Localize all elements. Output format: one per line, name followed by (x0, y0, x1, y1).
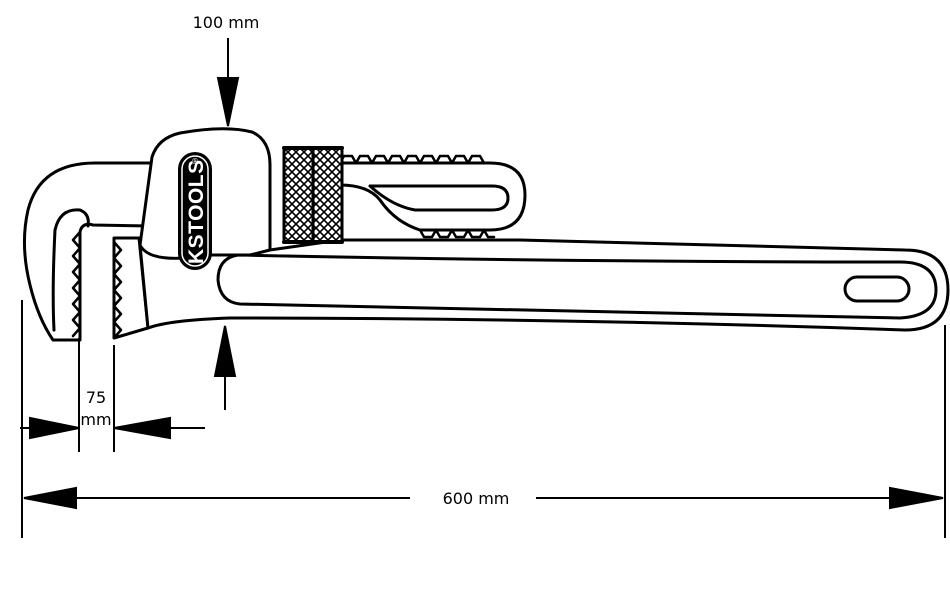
handle-inner-outline (216, 253, 938, 320)
hook-jaw-teeth (71, 230, 82, 338)
hook-jaw-inner (51, 208, 90, 332)
shank-threads-lower (418, 228, 496, 239)
logo-text: KSTOOLS (185, 159, 208, 264)
sliding-jaw-teeth (112, 240, 123, 340)
ks-tools-logo: KSTOOLS ® (178, 152, 212, 270)
hook-jaw (22, 161, 154, 342)
height-dimension-label: 100 mm (193, 13, 260, 32)
shank-threads (338, 154, 486, 165)
jaw-opening-value: 75 (86, 388, 106, 407)
wrench-drawing (22, 127, 950, 342)
jaw-opening-dimension (20, 338, 205, 452)
height-dimension (213, 38, 240, 410)
handle-hang-slot (843, 275, 911, 303)
length-dimension (21, 300, 946, 538)
length-dimension-label: 600 mm (443, 489, 510, 508)
hook-shank-slot (368, 184, 510, 212)
logo-registered-mark: ® (191, 157, 199, 166)
hook-shank (338, 161, 527, 232)
jaw-opening-unit: mm (80, 410, 111, 429)
